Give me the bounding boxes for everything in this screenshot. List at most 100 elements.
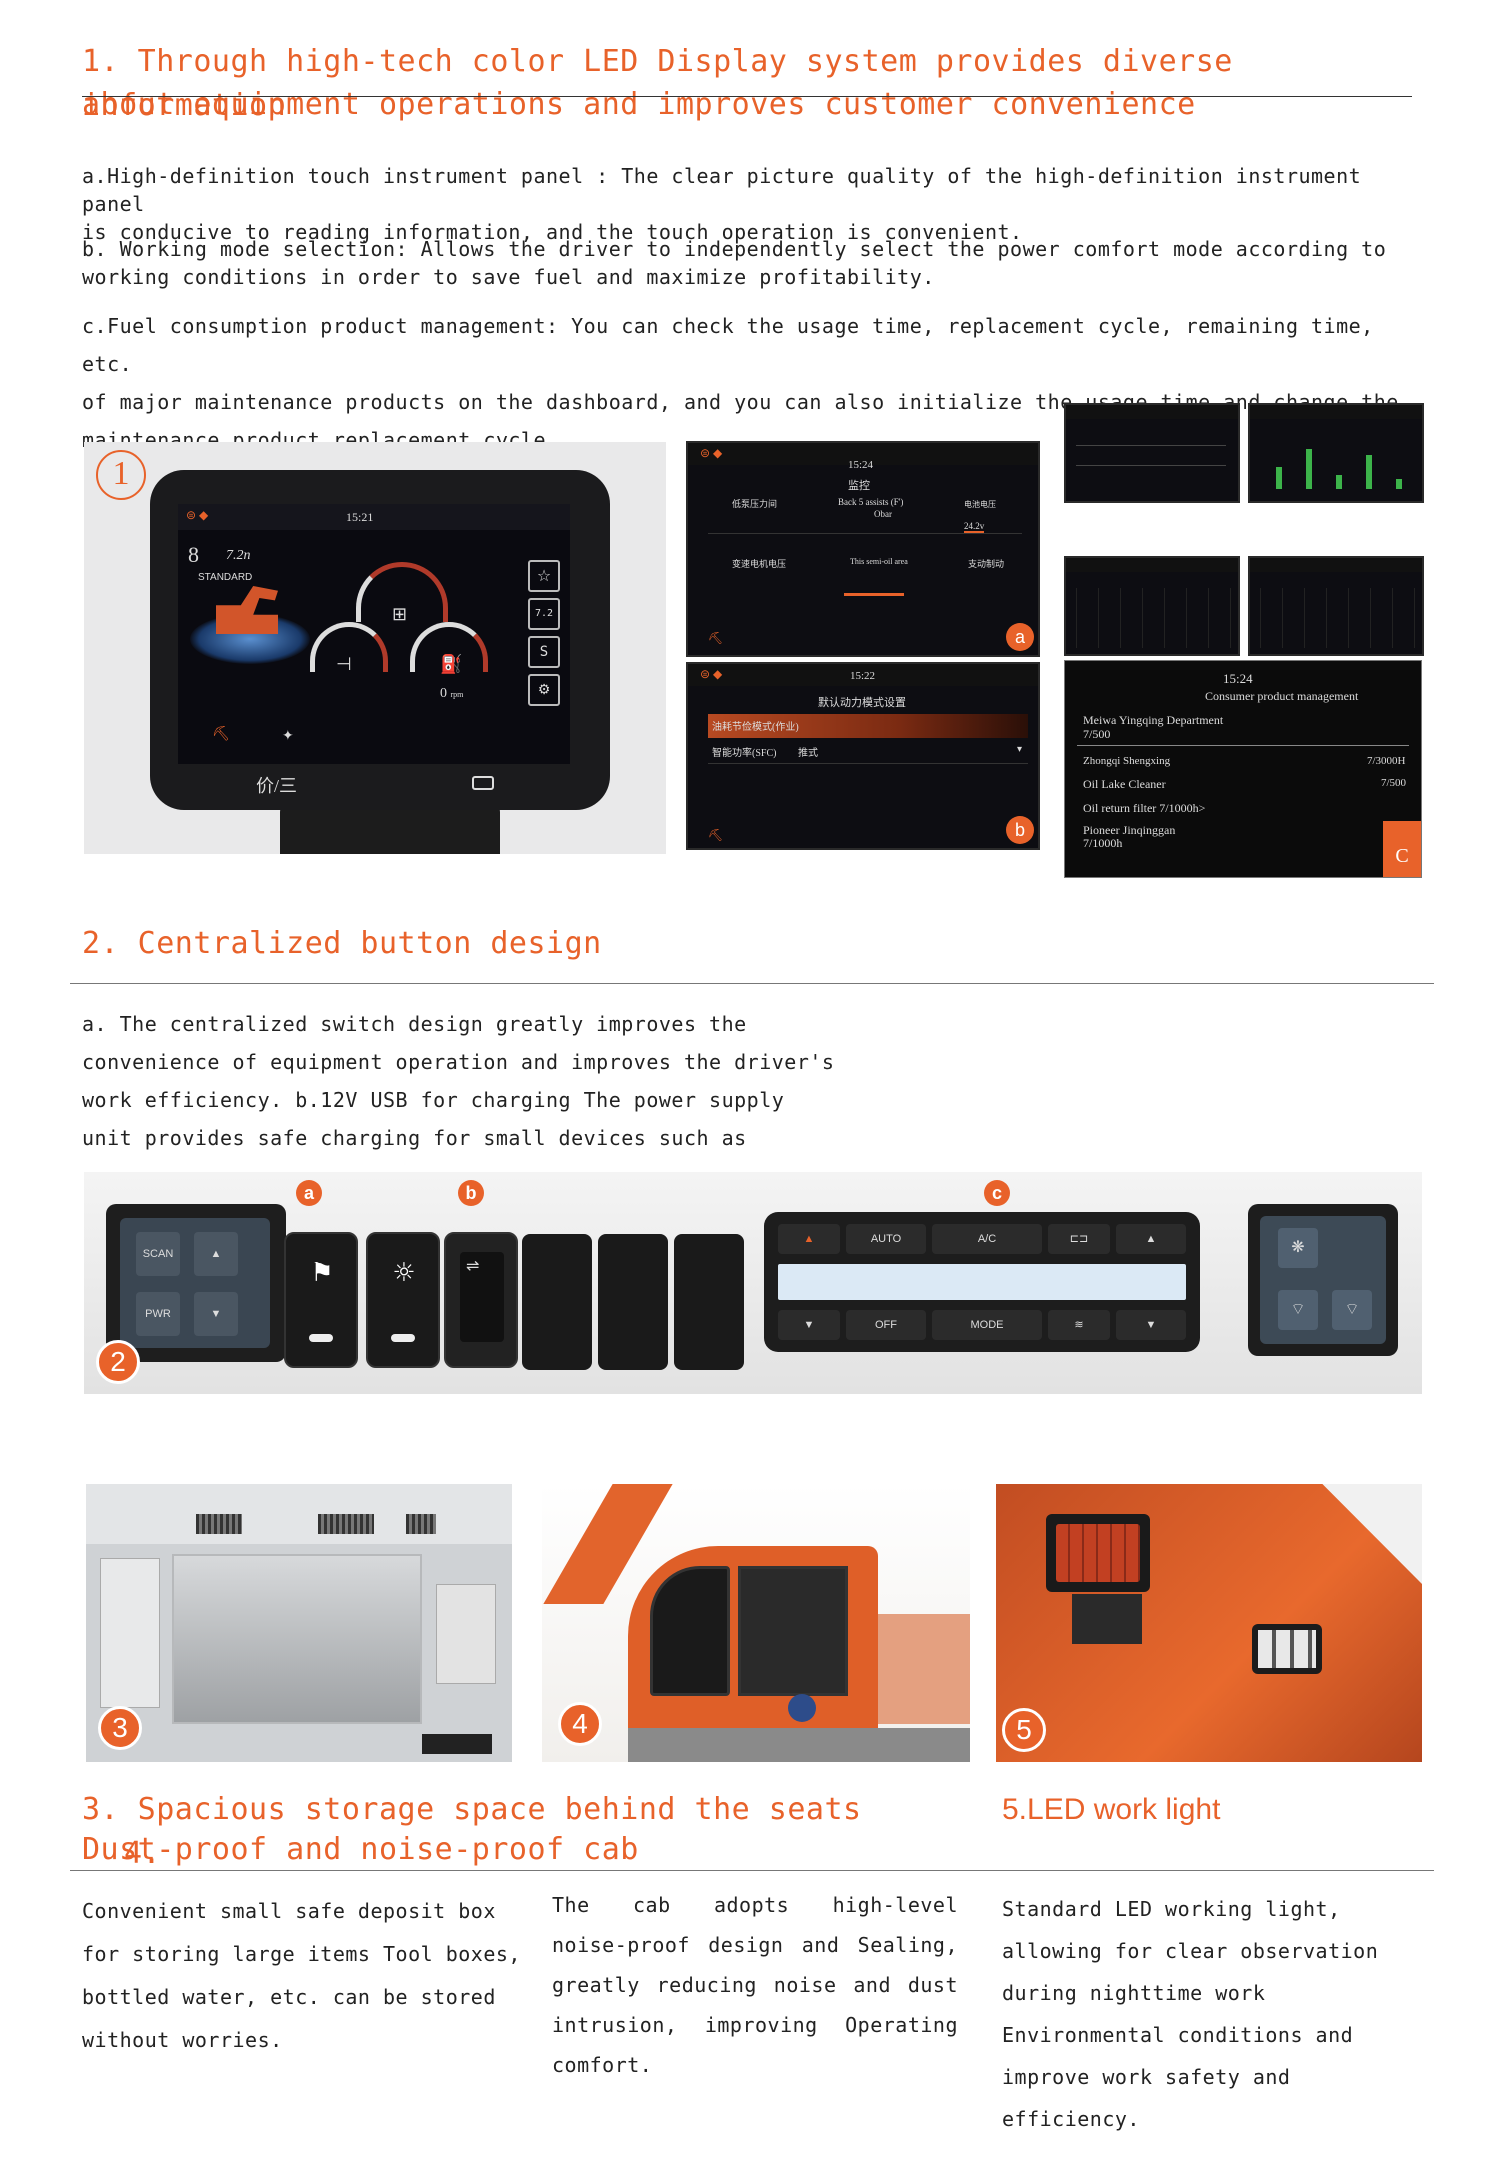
section2-line1: a. The centralized switch design greatly… [82,1012,747,1036]
side-button-s[interactable]: S [528,636,560,668]
down-arrow-key[interactable]: ▼ [194,1292,238,1336]
section2-line2: convenience of equipment operation and i… [82,1050,835,1074]
mini-screen-2-chart [1248,403,1424,503]
blank-switch-2 [598,1234,668,1370]
section4-title: Dust-proof and noise-proof cab [82,1832,639,1867]
screen-c-r3a: Oil Lake Cleaner [1083,777,1166,791]
section3-line3: bottled water, etc. can be stored [82,1985,496,2009]
storage-compartment [172,1554,422,1724]
section5-line4: Environmental conditions and [1002,2023,1354,2047]
recirculation-icon[interactable]: ⊏⊐ [1048,1224,1110,1254]
section5-title: 5.LED work light [1002,1793,1221,1826]
section3-line4: without worries. [82,2028,283,2052]
temp-up-key[interactable]: ▲ [778,1224,840,1254]
settings-icon[interactable]: ⚙ [528,674,560,706]
wiper-panel: ❋ ⌔ ⌔ [1248,1204,1398,1356]
track-frame [628,1728,970,1762]
screen-b-row1[interactable]: 油耗节俭模式(作业) [708,714,1028,738]
fuel-icon: ⛽ [440,654,463,674]
storage-side-panel [100,1558,160,1708]
para-a-line2: is conducive to reading information, and… [82,220,1023,244]
screen-a-l5: 24.2v [964,521,985,533]
screen-b-bucket-icon: ⛏ [708,828,724,842]
mini-bar-3 [1336,475,1342,489]
up-arrow-key[interactable]: ▲ [194,1232,238,1276]
ac-auto-key[interactable]: AUTO [846,1224,926,1254]
ac-mode-key[interactable]: MODE [932,1310,1042,1340]
badge-5: 5 [1002,1708,1046,1752]
cab-photo: 4 [542,1484,970,1762]
badge-1: 1 [96,450,146,500]
ac-ac-key[interactable]: A/C [932,1224,1042,1254]
screen-a-bucket-icon: ⛏ [708,631,724,645]
usb-icon: ⇌ [466,1256,480,1275]
washer-icon[interactable]: ❋ [1278,1228,1318,1268]
pwr-key[interactable]: PWR [136,1292,180,1336]
screen-a-l2: Back 5 assists (F') [838,497,904,507]
para-c-line1: c.Fuel consumption product management: Y… [82,314,1374,376]
section2-line3: work efficiency. b.12V USB for charging … [82,1088,785,1112]
screen-a-l7: This semi-oil area [850,557,908,566]
scan-key[interactable]: SCAN [136,1232,180,1276]
lamp-bracket [1072,1594,1142,1644]
section3-rule [70,1870,1434,1871]
temp-icon: ⊣ [336,654,352,674]
vent-3 [406,1514,436,1534]
work-light-switch[interactable]: ⚑ [284,1232,358,1368]
screen-b-time: 15:22 [850,670,876,682]
fan-up-key[interactable]: ▲ [1116,1224,1186,1254]
mini-bar-1 [1276,467,1282,489]
logo-badge [788,1694,816,1722]
section4-line1: The cab adopts high-level [552,1893,958,1917]
badge-b: b [458,1180,484,1206]
screen-c-r2a: Zhongqi Shengxing [1083,755,1171,767]
side-button-value[interactable]: 7.2 [528,598,560,630]
ac-off-key[interactable]: OFF [846,1310,926,1340]
bucket-icon: ⛏ [212,727,230,742]
section3-title-line1: 3. Spacious storage space behind the sea… [82,1792,862,1827]
cab-window-front [650,1566,730,1696]
defrost-icon[interactable]: ≋ [1048,1310,1110,1340]
screen-c-title: Consumer product management [1205,689,1359,703]
favorite-icon[interactable]: ☆ [528,560,560,592]
mini-screen-1-line [1076,445,1226,446]
hydraulic-icon: ⊞ [392,604,408,624]
mini-screen-3-grid [1076,588,1232,648]
fan-down-key[interactable]: ▼ [1116,1310,1186,1340]
wiper-intermittent-icon[interactable]: ⌔ [1332,1290,1372,1330]
section5-line6: efficiency. [1002,2107,1140,2131]
storage-top [86,1484,512,1544]
section2-line4: unit provides safe charging for small de… [82,1126,747,1150]
section3-line2: for storing large items Tool boxes, [82,1942,521,1966]
screen-b-dropdown-icon[interactable]: ▾ [1016,744,1022,755]
screen-a-divider [708,533,1022,534]
screen-c-consumer-products: 15:24 Consumer product management Meiwa … [1064,660,1422,878]
screen-a-progress [844,593,904,596]
light-switch[interactable]: ☼ [366,1232,440,1368]
screen-c-r3b: 7/500 [1381,777,1407,789]
screen-b-row2[interactable]: 智能功率(SFC) 推式 ▾ [708,740,1028,764]
badge-a: a [296,1180,322,1206]
screen-a-l4: 电池电压 [964,500,996,509]
screen-c-r5a: Pioneer Jinqinggan [1083,823,1176,837]
blank-switch-1 [522,1234,592,1370]
display-panel-photo: ⊜ ◆ 15:21 8 7.2n STANDARD ⊞ ⊣ ⛽ 0 rpm ⛏ … [84,442,666,854]
section5-text: Standard LED working light, allowing for… [1002,1888,1422,2140]
para-b-line1: b. Working mode selection: Allows the dr… [82,237,1387,261]
temp-down-key[interactable]: ▼ [778,1310,840,1340]
wiper-icon[interactable]: ⌔ [1278,1290,1318,1330]
panel-gear: 8 [188,542,199,567]
section4-line2: noise-proof design and Sealing, [552,1933,958,1957]
return-icon[interactable] [472,776,494,790]
section4-line5: comfort. [552,2053,653,2077]
para-b-line2: working conditions in order to save fuel… [82,265,935,289]
screen-b-title: 默认动力模式设置 [818,697,906,709]
button-panel-photo: SCAN ▲ PWR ▼ 2 ⚑ ☼ ⇌ a b c ▲ AUTO A/C ⊏⊐… [84,1172,1422,1394]
screen-a-l1: 低泵压力间 [732,499,778,509]
led-light-photo: 5 [996,1484,1422,1762]
storage-right-panel [436,1584,496,1684]
led-lamp-lens [1056,1524,1140,1582]
side-light-lens [1258,1630,1316,1668]
screen-c-r4a: Oil return filter 7/1000h> [1083,801,1206,815]
usb-port[interactable]: ⇌ [444,1232,518,1368]
